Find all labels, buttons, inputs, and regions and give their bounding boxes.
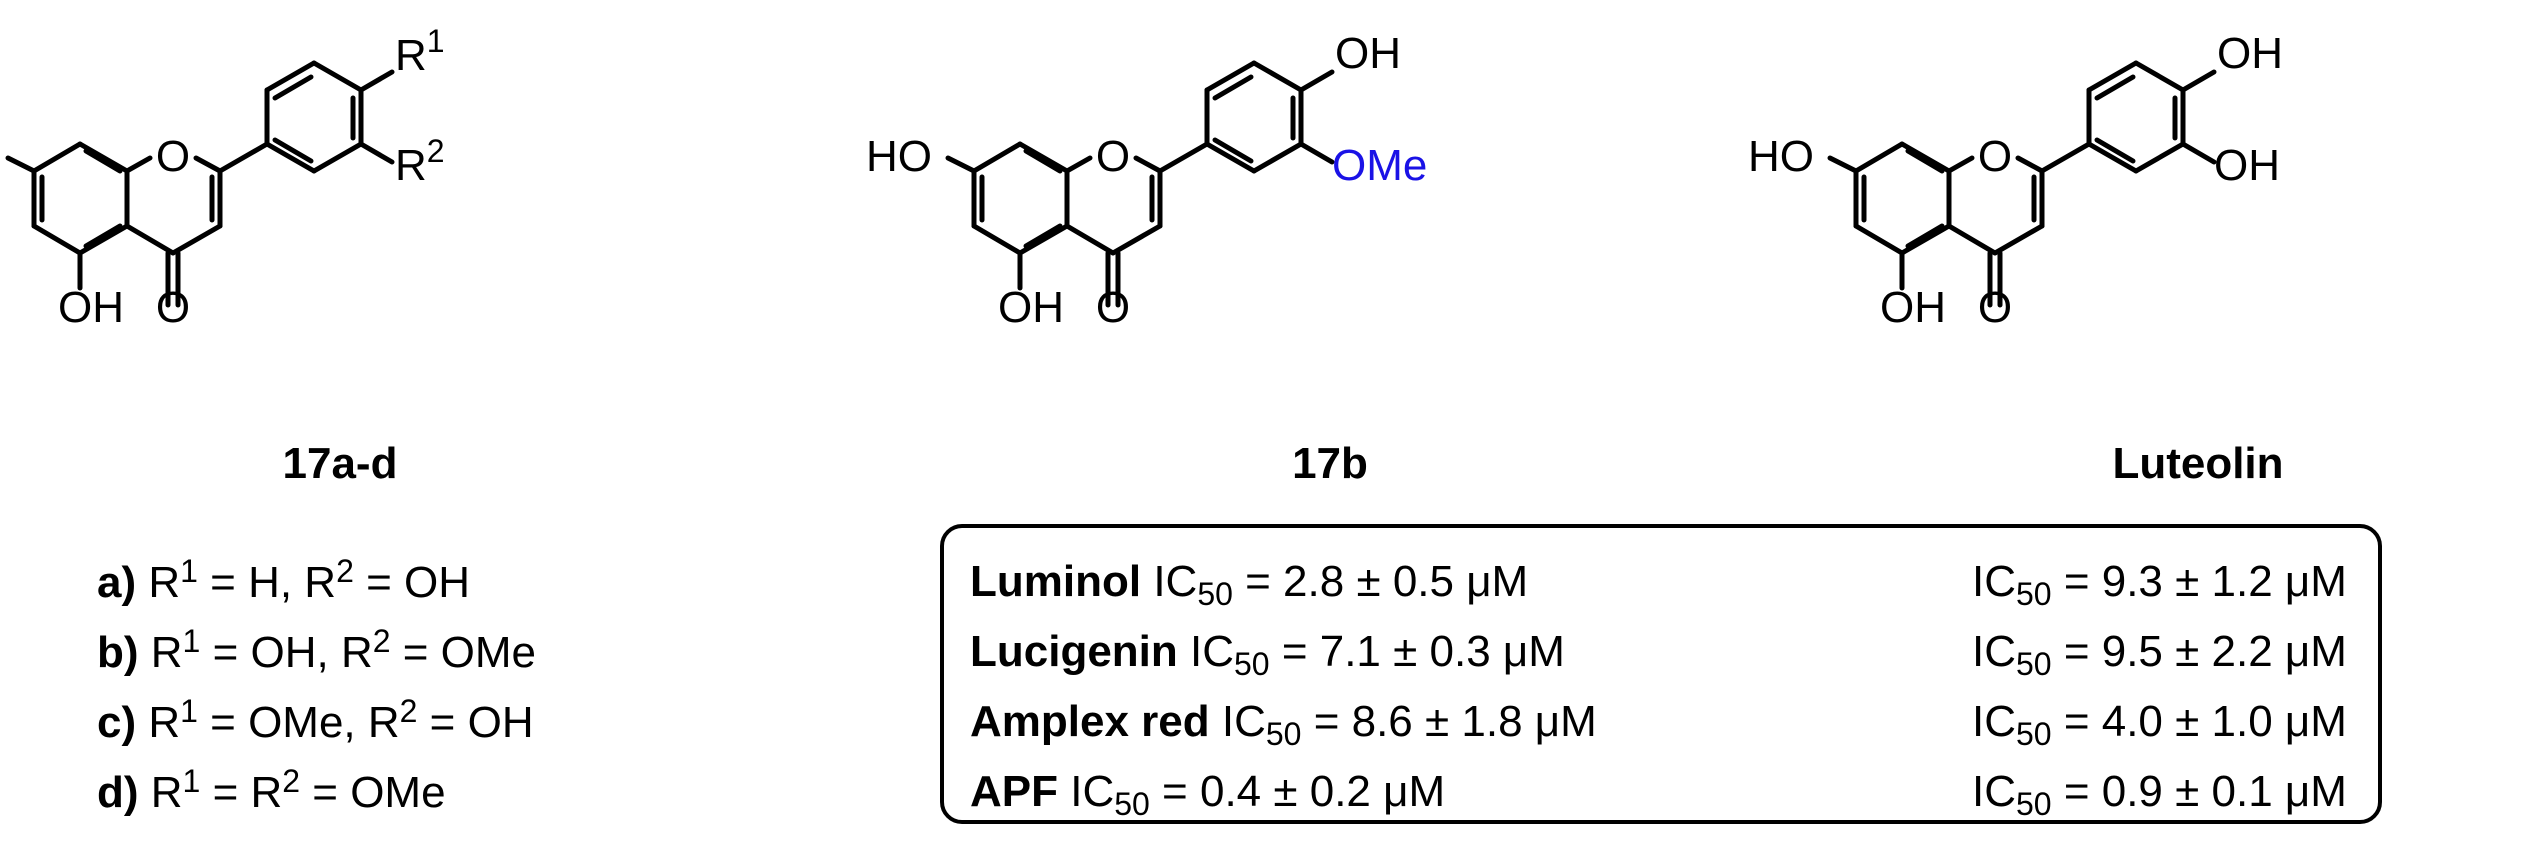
bond: [1064, 223, 1116, 256]
bond: [1157, 141, 1210, 174]
assay-row-luteolin: IC50 = 0.9 ± 0.1 μM: [1972, 767, 2347, 822]
assay-column-luteolin: IC50 = 9.3 ± 1.2 μM IC50 = 9.5 ± 2.2 μM IC…: [1972, 547, 2347, 827]
bond: [1204, 60, 1257, 93]
assay-row-17b: APF IC50 = 0.4 ± 0.2 μM: [970, 767, 1446, 822]
hydroxy-5-label: OH: [998, 283, 1064, 332]
para-substituent-label: OH: [2217, 29, 2283, 78]
ic50-results-box: [940, 524, 2382, 824]
carbonyl-oxygen-label: O: [1978, 283, 2012, 332]
assay-row-17b: Luminol IC50 = 2.8 ± 0.5 μM: [970, 557, 1529, 612]
bond: [1298, 69, 1335, 93]
bond: [1899, 223, 1952, 256]
bond: [77, 223, 130, 256]
substituent-row: c) R1 = OMe, R2 = OH: [97, 693, 534, 747]
bond: [1251, 141, 1304, 174]
ring-oxygen-label: O: [156, 132, 190, 181]
bond: [971, 223, 1023, 256]
r2-label: R2: [395, 133, 445, 190]
bond: [264, 141, 317, 174]
bond: [1017, 141, 1070, 174]
bond: [1853, 223, 1905, 256]
bond: [1827, 155, 1859, 174]
bond: [1946, 155, 1975, 174]
bond: [1017, 223, 1070, 256]
substituent-row: a) R1 = H, R2 = OH: [97, 553, 471, 607]
substituent-row: b) R1 = OH, R2 = OMe: [97, 623, 537, 677]
bond: [124, 223, 176, 256]
bond: [272, 74, 314, 101]
bond: [272, 137, 314, 164]
hydroxy-5-label: OH: [58, 283, 124, 332]
bond: [1212, 137, 1254, 164]
bond: [1905, 148, 1945, 174]
hydroxy-7-label: HO: [866, 132, 932, 181]
bond: [1023, 148, 1063, 174]
bond: [971, 141, 1023, 174]
bond: [1064, 155, 1093, 174]
bond: [2039, 141, 2092, 174]
bond: [945, 155, 977, 174]
ring-oxygen-label: O: [1978, 132, 2012, 181]
para-substituent-label: OH: [1335, 29, 1401, 78]
bond: [1946, 223, 1998, 256]
meta-substituent-label: OMe: [1332, 141, 1427, 190]
bond: [311, 60, 364, 93]
bond: [2094, 137, 2136, 164]
bond: [2086, 60, 2139, 93]
bond: [358, 69, 395, 93]
bond: [1853, 141, 1905, 174]
bond: [1992, 223, 2045, 256]
assay-row-17b: Amplex red IC50 = 8.6 ± 1.8 μM: [970, 697, 1597, 752]
bond: [124, 155, 153, 174]
caption-17a-d: 17a-d: [283, 439, 398, 488]
bond: [2015, 155, 2045, 174]
bond: [1251, 60, 1304, 93]
bond: [1298, 141, 1335, 165]
bond: [2133, 60, 2186, 93]
carbonyl-oxygen-label: O: [1096, 283, 1130, 332]
bond: [1899, 141, 1952, 174]
bond: [31, 141, 83, 174]
bond: [1110, 223, 1163, 256]
carbonyl-oxygen-label: O: [156, 283, 190, 332]
bond: [83, 148, 123, 174]
assay-row-luteolin: IC50 = 9.5 ± 2.2 μM: [1972, 627, 2347, 682]
bond: [1204, 141, 1257, 174]
bond: [2133, 141, 2186, 174]
caption-luteolin: Luteolin: [2112, 439, 2283, 488]
bond: [1023, 223, 1063, 249]
bond: [170, 223, 223, 256]
bond: [1905, 223, 1945, 249]
bond: [5, 155, 37, 174]
caption-17b: 17b: [1292, 439, 1368, 488]
assay-row-luteolin: IC50 = 4.0 ± 1.0 μM: [1972, 697, 2347, 752]
bond: [2086, 141, 2139, 174]
hydroxy-5-label: OH: [1880, 283, 1946, 332]
substituent-row: d) R1 = R2 = OMe: [97, 763, 446, 817]
bond: [77, 141, 130, 174]
substituent-list: a) R1 = H, R2 = OH b) R1 = OH, R2 = OMe c)…: [97, 548, 536, 828]
bond: [2094, 74, 2136, 101]
bond: [1133, 155, 1163, 174]
ring-oxygen-label: O: [1096, 132, 1130, 181]
hydroxy-7-label: HO: [1748, 132, 1814, 181]
meta-substituent-label: OH: [2214, 141, 2280, 190]
bond: [1212, 74, 1254, 101]
bond: [83, 223, 123, 249]
bond: [358, 141, 395, 165]
bond: [2180, 141, 2217, 165]
bond: [31, 223, 83, 256]
bond: [311, 141, 364, 174]
assay-row-luteolin: IC50 = 9.3 ± 1.2 μM: [1972, 557, 2347, 612]
bond: [2180, 69, 2217, 93]
assay-row-17b: Lucigenin IC50 = 7.1 ± 0.3 μM: [970, 627, 1565, 682]
bond: [264, 60, 317, 93]
assay-column-17b: Luminol IC50 = 2.8 ± 0.5 μM Lucigenin IC5…: [970, 547, 1597, 827]
bond: [217, 141, 270, 174]
bond: [193, 155, 223, 174]
r1-label: R1: [395, 23, 445, 80]
